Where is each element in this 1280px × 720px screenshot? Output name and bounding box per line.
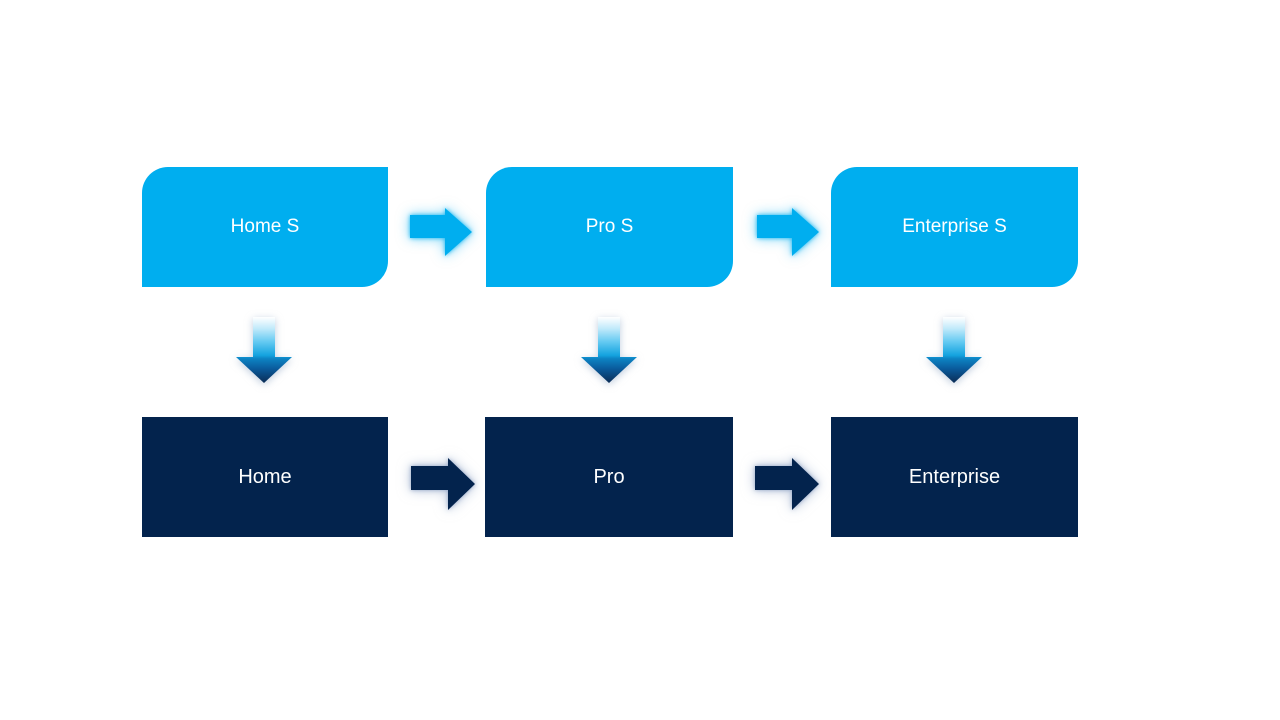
arrow-down-icon (236, 317, 292, 383)
arrow-down-icon (926, 317, 982, 383)
arrow-right-icon (755, 458, 819, 510)
node-home: Home (142, 417, 388, 537)
node-enterprise: Enterprise (831, 417, 1078, 537)
node-home-s: Home S (142, 167, 388, 287)
node-home-s-label: Home S (230, 215, 300, 237)
arrow-down-icon (581, 317, 637, 383)
node-enterprise-label: Enterprise (908, 466, 1001, 488)
node-pro-s: Pro S (486, 167, 733, 287)
node-pro: Pro (485, 417, 733, 537)
node-enterprise-s: Enterprise S (831, 167, 1078, 287)
arrow-right-icon (411, 458, 475, 510)
node-pro-s-label: Pro S (585, 215, 634, 237)
node-enterprise-s-label: Enterprise S (902, 215, 1007, 237)
node-home-label: Home (238, 466, 292, 488)
node-pro-label: Pro (593, 466, 625, 488)
arrow-right-icon (757, 208, 819, 256)
arrow-right-icon (410, 208, 472, 256)
